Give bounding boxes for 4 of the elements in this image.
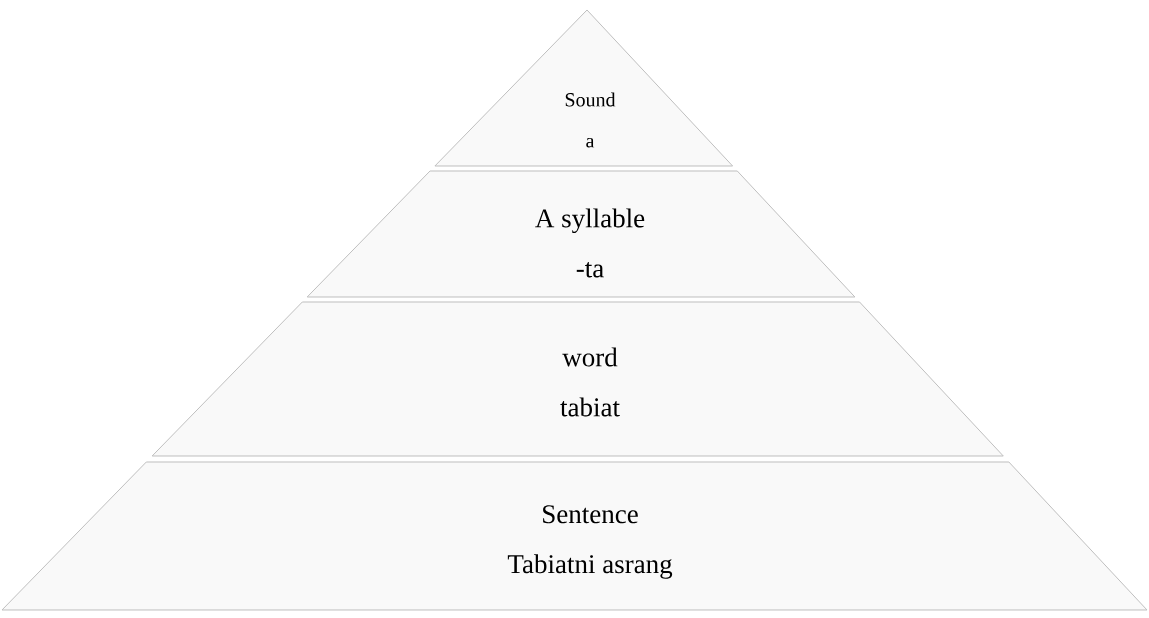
pyramid-band: Sentence Tabiatni asrang [1, 461, 1148, 611]
pyramid-band: word tabiat [151, 301, 1004, 457]
pyramid-band: A syllable -ta [306, 170, 856, 298]
pyramid-band: Sound a [434, 9, 734, 167]
